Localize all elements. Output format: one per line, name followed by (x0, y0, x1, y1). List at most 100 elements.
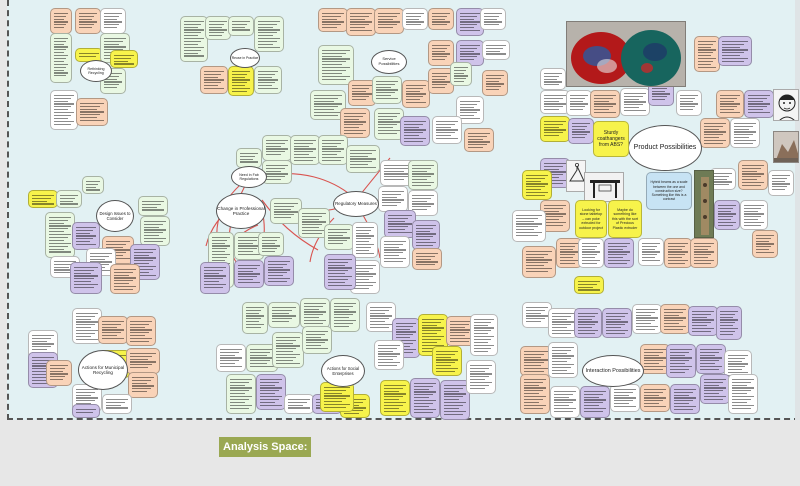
sticker-sturdy-coathangers[interactable]: Sturdy coathangers from ABS? (593, 121, 629, 157)
sticky-note[interactable] (126, 316, 156, 346)
sticky-note[interactable] (236, 148, 262, 168)
photo-recycled-plastic-discs[interactable] (566, 21, 686, 87)
sticky-note[interactable] (72, 222, 100, 250)
sticker-hybrid-beams[interactable]: Hybrid beams as a scale between the one … (646, 172, 692, 210)
sticky-note[interactable] (700, 118, 730, 148)
sticky-note[interactable] (456, 40, 484, 66)
photo-timber-beam[interactable] (694, 170, 714, 238)
sticky-note[interactable] (550, 386, 580, 418)
sticky-note[interactable] (50, 33, 72, 83)
sticky-note[interactable] (366, 302, 396, 332)
sticky-note[interactable] (76, 98, 108, 126)
sticky-note[interactable] (318, 45, 354, 85)
sticky-note[interactable] (340, 108, 370, 138)
sticky-note[interactable] (374, 8, 404, 34)
photo-avatar-sketch[interactable] (773, 89, 799, 121)
sticky-note[interactable] (200, 262, 230, 294)
sticky-note[interactable] (46, 360, 72, 386)
sticky-note[interactable] (522, 170, 552, 200)
sticky-note[interactable] (440, 380, 470, 420)
cloud-interaction-possibilities[interactable]: Interaction Possibilities (582, 355, 644, 387)
sticky-note[interactable] (268, 302, 300, 328)
sticky-note[interactable] (694, 36, 720, 72)
sticky-note[interactable] (82, 176, 104, 194)
sticky-note[interactable] (380, 236, 410, 268)
sticky-note[interactable] (432, 346, 462, 376)
sticky-note[interactable] (428, 8, 454, 30)
sticky-note[interactable] (578, 238, 604, 268)
sticky-note[interactable] (374, 340, 404, 370)
sticky-note[interactable] (728, 374, 758, 414)
cloud-need-in-fab-regulations[interactable]: Need in Fab Regulations (231, 166, 267, 188)
sticky-note[interactable] (272, 332, 304, 368)
sticky-note[interactable] (410, 378, 440, 418)
photo-building[interactable] (773, 131, 799, 163)
sticky-note[interactable] (752, 230, 778, 258)
cloud-design-issues[interactable]: Design Issues to Consider (96, 200, 134, 232)
sticky-note[interactable] (740, 200, 768, 230)
cloud-change-in-professional-practice[interactable]: Change in Professional Practice (216, 193, 266, 229)
cloud-service-possibilities[interactable]: Service Possibilities (371, 50, 407, 74)
sticky-note[interactable] (262, 135, 292, 161)
sticky-note[interactable] (730, 118, 760, 148)
sticky-note[interactable] (696, 344, 726, 374)
sticky-note[interactable] (216, 344, 246, 372)
sticky-note[interactable] (632, 304, 662, 334)
sticky-note[interactable] (200, 66, 228, 94)
sticky-note[interactable] (574, 308, 602, 338)
sticky-note[interactable] (432, 116, 462, 144)
analysis-space-label[interactable]: Analysis Space: (219, 437, 312, 457)
sticky-note[interactable] (352, 222, 378, 258)
sticky-note[interactable] (318, 135, 348, 165)
sticky-note[interactable] (242, 302, 268, 334)
cloud-rethinking-recycling[interactable]: Rethinking Recycling (80, 60, 112, 82)
sticky-note[interactable] (640, 344, 670, 374)
sticky-note[interactable] (228, 66, 254, 96)
sticky-note[interactable] (110, 50, 138, 68)
sticky-note[interactable] (718, 36, 752, 66)
sticky-note[interactable] (50, 90, 78, 130)
sticky-note[interactable] (70, 262, 102, 294)
sticky-note[interactable] (548, 342, 578, 378)
sticky-note[interactable] (520, 374, 550, 414)
sticky-note[interactable] (580, 386, 610, 418)
sticky-note[interactable] (716, 306, 742, 340)
sticky-note[interactable] (72, 308, 102, 344)
sticky-note[interactable] (102, 394, 132, 414)
sticky-note[interactable] (346, 8, 376, 36)
sticky-note[interactable] (464, 128, 494, 152)
sticky-note[interactable] (256, 374, 286, 410)
sticky-note[interactable] (666, 344, 696, 378)
sticky-note[interactable] (482, 40, 510, 60)
sticky-note[interactable] (402, 80, 430, 108)
sticky-note[interactable] (264, 256, 294, 286)
sticky-note[interactable] (28, 190, 58, 208)
sticky-note[interactable] (100, 8, 126, 34)
sticky-note[interactable] (380, 380, 410, 416)
sticky-note[interactable] (574, 276, 604, 294)
sticky-note[interactable] (412, 248, 442, 270)
sticky-note[interactable] (456, 8, 484, 36)
sticky-note[interactable] (75, 8, 101, 34)
sticky-note[interactable] (714, 200, 740, 230)
sticky-note[interactable] (480, 8, 506, 30)
sticky-note[interactable] (716, 90, 744, 118)
sticky-note[interactable] (408, 160, 438, 190)
sticky-note[interactable] (378, 186, 408, 212)
sticky-note[interactable] (568, 118, 594, 144)
sticky-note[interactable] (298, 208, 330, 238)
sticky-note[interactable] (590, 90, 620, 118)
sticky-note[interactable] (738, 160, 768, 190)
sticky-note[interactable] (254, 66, 282, 94)
sticky-note[interactable] (50, 8, 72, 34)
sticky-note[interactable] (346, 145, 380, 173)
sticky-note[interactable] (284, 394, 314, 414)
sticky-note[interactable] (400, 116, 430, 146)
cloud-municipal-recycling[interactable]: Actions for Municipal Recycling (78, 350, 128, 390)
sticky-note[interactable] (228, 16, 254, 36)
cloud-regulatory-measures[interactable]: Regulatory Measures (333, 191, 379, 217)
sticky-note[interactable] (610, 384, 640, 412)
sticky-note[interactable] (128, 372, 158, 398)
sticky-note[interactable] (72, 404, 100, 418)
sticky-note[interactable] (262, 160, 292, 184)
